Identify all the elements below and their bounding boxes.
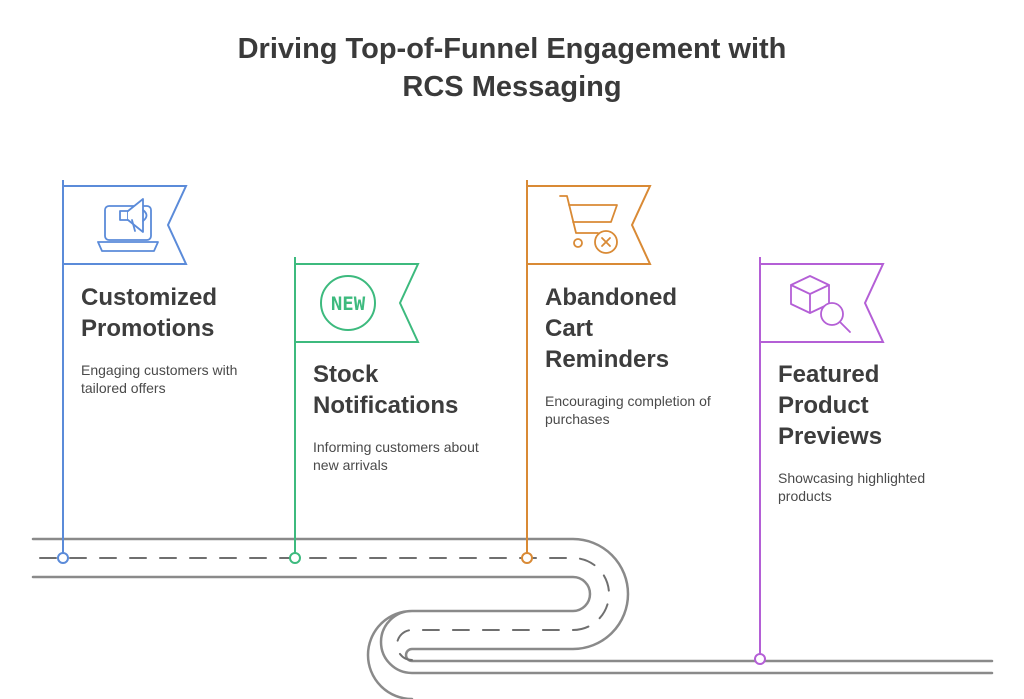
title-line-2: RCS Messaging [402,71,622,103]
milestone-description: Encouraging completion of purchases [545,393,711,427]
milestone-description: Showcasing highlighted products [778,470,926,504]
heading-line: Cart [545,315,594,342]
heading-line: Featured [778,361,880,388]
heading-line: Customized [81,284,218,311]
milestone-2-banner [294,263,420,343]
milestone-heading: Featured Product Previews [778,359,988,452]
milestone-description: Informing customers about new arrivals [313,439,479,473]
milestone-stock-notifications: Stock Notifications Informing customers … [313,359,523,474]
heading-line: Previews [778,423,883,450]
heading-line: Abandoned [545,284,677,311]
heading-line: Promotions [81,315,215,342]
cart-remove-icon [559,195,618,254]
milestone-1-banner [62,185,188,265]
milestone-2-flag: NEW [289,257,420,564]
milestone-3-banner [526,185,652,265]
milestone-heading: Abandoned Cart Reminders [545,282,755,375]
milestone-4-banner [759,263,885,343]
milestone-4-marker [754,653,766,665]
milestone-1-flag [57,180,188,564]
page-title: Driving Top-of-Funnel Engagement with RC… [0,30,1024,106]
milestone-featured-product-previews: Featured Product Previews Showcasing hig… [778,359,988,505]
title-line-1: Driving Top-of-Funnel Engagement with [237,33,787,65]
road-inner-edge [31,575,994,699]
milestone-4-flag [754,257,885,665]
heading-line: Reminders [545,346,670,373]
road [31,537,994,699]
road-outer-edge [31,537,994,663]
milestone-2-marker [289,552,301,564]
heading-line: Product [778,392,869,419]
milestone-abandoned-cart-reminders: Abandoned Cart Reminders Encouraging com… [545,282,755,428]
megaphone-laptop-icon [97,198,159,252]
milestone-customized-promotions: Customized Promotions Engaging customers… [81,282,291,397]
box-search-icon [790,275,851,333]
milestone-1-marker [57,552,69,564]
milestone-description: Engaging customers with tailored offers [81,362,238,396]
road-center-dashes [39,557,610,661]
milestone-3-marker [521,552,533,564]
milestone-heading: Customized Promotions [81,282,291,344]
new-badge-icon: NEW [320,275,376,331]
heading-line: Notifications [313,392,459,419]
new-badge-text: NEW [331,293,366,315]
heading-line: Stock [313,361,379,388]
milestone-3-flag [521,180,652,564]
milestone-heading: Stock Notifications [313,359,523,421]
